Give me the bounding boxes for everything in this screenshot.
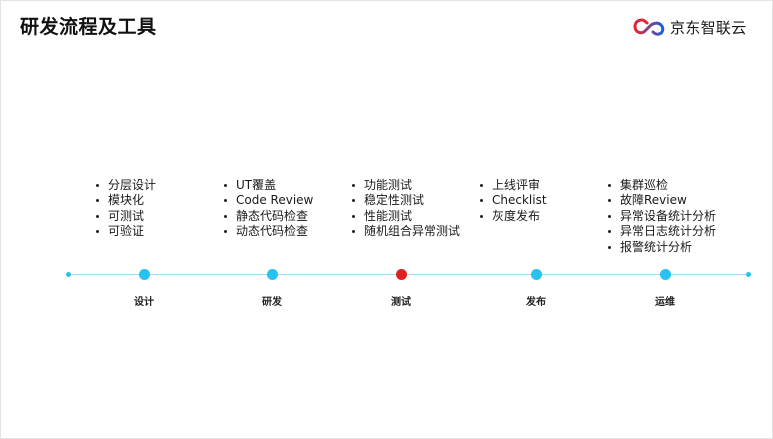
list-item: 报警统计分析 [606,240,716,255]
list-item: 动态代码检查 [222,224,313,239]
list-item: Code Review [222,193,313,208]
list-item: 故障Review [606,193,716,208]
timeline-node-3 [395,269,407,280]
stage-label: 发布 [526,297,546,308]
jd-cloud-logo-icon [633,18,665,36]
timeline-node-5 [659,269,671,280]
list-item: 可测试 [94,209,156,224]
timeline-start-dot [66,272,71,277]
timeline-node-1 [138,269,150,280]
list-item: 可验证 [94,224,156,239]
timeline-node-4 [530,269,542,280]
stage-bullet-list: 功能测试稳定性测试性能测试随机组合异常测试 [350,178,460,240]
timeline-line [68,274,748,275]
stage-label: 测试 [391,297,411,308]
list-item: 异常设备统计分析 [606,209,716,224]
list-item: 功能测试 [350,178,460,193]
list-item: Checklist [478,193,547,208]
timeline-end-dot [746,272,751,277]
list-item: 稳定性测试 [350,193,460,208]
page-title: 研发流程及工具 [20,16,157,38]
list-item: UT覆盖 [222,178,313,193]
list-item: 异常日志统计分析 [606,224,716,239]
stage-label: 设计 [134,297,154,308]
list-item: 灰度发布 [478,209,547,224]
list-item: 性能测试 [350,209,460,224]
brand-logo: 京东智联云 [633,15,747,39]
stage-label: 运维 [655,297,675,308]
list-item: 分层设计 [94,178,156,193]
list-item: 模块化 [94,193,156,208]
logo-text: 京东智联云 [670,18,747,37]
stage-bullet-list: 分层设计模块化可测试可验证 [94,178,156,240]
list-item: 上线评审 [478,178,547,193]
timeline-node-2 [266,269,278,280]
stage-label: 研发 [262,297,282,308]
list-item: 随机组合异常测试 [350,224,460,239]
list-item: 集群巡检 [606,178,716,193]
list-item: 静态代码检查 [222,209,313,224]
